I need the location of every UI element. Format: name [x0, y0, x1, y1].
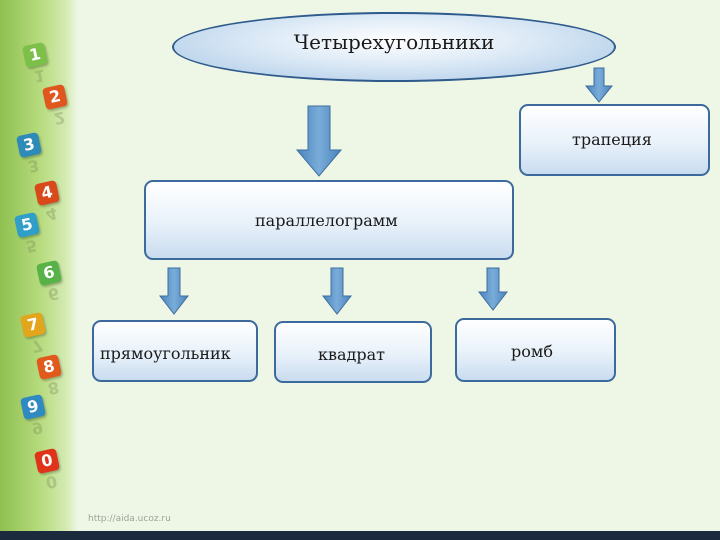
node-rectangle-label: прямоугольник: [100, 344, 231, 363]
arrow-down-icon: [160, 268, 188, 314]
node-trapezoid-label: трапеция: [572, 130, 652, 149]
arrow-down-icon: [297, 106, 341, 176]
footer-url: http://aida.ucoz.ru: [88, 514, 171, 524]
arrow-down-icon: [586, 68, 612, 102]
diagram-title: Четырехугольники: [172, 30, 616, 54]
node-rhombus-label: ромб: [511, 342, 553, 361]
node-square-label: квадрат: [318, 345, 385, 364]
bottom-bar: [0, 531, 720, 540]
node-parallelogram-label: параллелограмм: [255, 211, 398, 230]
arrow-down-icon: [479, 268, 507, 310]
arrow-down-icon: [323, 268, 351, 314]
